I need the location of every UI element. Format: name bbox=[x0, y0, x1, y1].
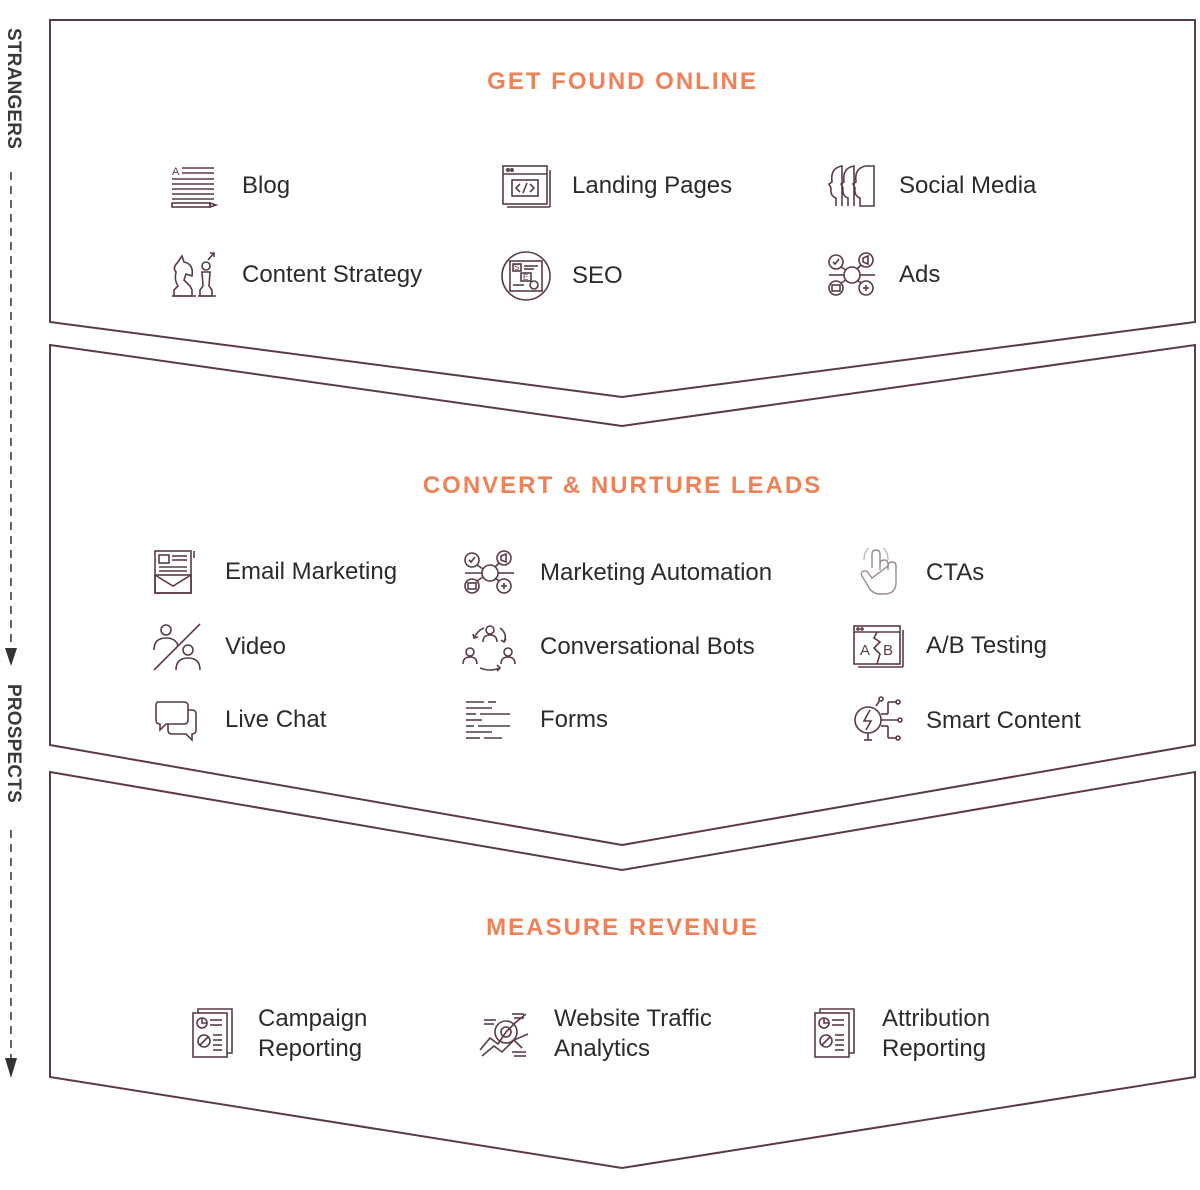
item-label: Attribution Reporting bbox=[882, 1005, 991, 1062]
item-video: Video bbox=[152, 622, 286, 672]
side-arrow-head-1 bbox=[5, 648, 17, 666]
ab-testing-icon: A B bbox=[853, 625, 904, 668]
svg-text:B: B bbox=[883, 642, 893, 659]
forms-icon bbox=[466, 701, 510, 739]
item-ads: Ads bbox=[826, 250, 940, 300]
item-label: Landing Pages bbox=[572, 172, 733, 199]
landing-pages-icon bbox=[502, 165, 551, 208]
item-label: Email Marketing bbox=[225, 558, 398, 585]
stage-2-shape bbox=[49, 343, 1196, 847]
item-label: Campaign Reporting bbox=[258, 1005, 368, 1062]
analytics-icon bbox=[479, 1013, 529, 1057]
item-label: Live Chat bbox=[225, 706, 327, 733]
bots-icon bbox=[462, 625, 516, 672]
stage-1-shape bbox=[49, 19, 1196, 399]
seo-icon: S E bbox=[501, 251, 551, 301]
cta-icon bbox=[860, 548, 897, 595]
item-label: SEO bbox=[572, 262, 623, 289]
item-label: CTAs bbox=[926, 559, 985, 586]
item-email-marketing: Email Marketing bbox=[152, 548, 397, 596]
svg-text:S: S bbox=[514, 263, 519, 272]
social-media-icon bbox=[827, 165, 875, 207]
item-label: Website Traffic Analytics bbox=[554, 1005, 712, 1062]
report-icon bbox=[192, 1008, 233, 1058]
svg-text:A: A bbox=[172, 166, 180, 178]
item-website-traffic-analytics: Website Traffic Analytics bbox=[476, 1004, 754, 1064]
smart-content-icon bbox=[854, 696, 903, 741]
item-campaign-reporting: Campaign Reporting bbox=[190, 1004, 458, 1064]
item-social-media: Social Media bbox=[826, 162, 1036, 210]
item-label: Video bbox=[225, 633, 286, 660]
item-label: Content Strategy bbox=[242, 261, 423, 288]
item-ctas: CTAs bbox=[852, 548, 984, 598]
svg-text:E: E bbox=[523, 273, 528, 282]
content-strategy-icon bbox=[172, 252, 216, 297]
item-marketing-automation: Marketing Automation bbox=[462, 548, 772, 598]
stage-title-measure: MEASURE REVENUE bbox=[486, 914, 759, 941]
item-seo: S E SEO bbox=[500, 250, 623, 302]
item-label: Marketing Automation bbox=[540, 559, 773, 586]
blog-icon: A bbox=[171, 166, 219, 209]
item-label: A/B Testing bbox=[926, 632, 1047, 659]
ads-icon bbox=[828, 252, 875, 296]
stage-title-get-found: GET FOUND ONLINE bbox=[487, 68, 758, 95]
item-attribution-reporting: Attribution Reporting bbox=[812, 1004, 1082, 1064]
item-ab-testing: A B A/B Testing bbox=[852, 622, 1047, 670]
item-label: Ads bbox=[899, 261, 941, 288]
email-marketing-icon bbox=[154, 550, 195, 594]
item-conversational-bots: Conversational Bots bbox=[462, 622, 755, 672]
item-smart-content: Smart Content bbox=[852, 696, 1081, 746]
video-icon bbox=[153, 623, 201, 671]
side-arrow-head-2 bbox=[5, 1058, 17, 1078]
item-live-chat: Live Chat bbox=[152, 696, 326, 744]
item-label: Forms bbox=[540, 706, 608, 733]
item-forms: Forms bbox=[462, 696, 608, 744]
item-label: Conversational Bots bbox=[540, 633, 755, 660]
svg-text:A: A bbox=[860, 642, 870, 659]
item-landing-pages: Landing Pages bbox=[500, 162, 732, 210]
item-label: Social Media bbox=[899, 172, 1037, 199]
item-content-strategy: Content Strategy bbox=[168, 250, 422, 300]
stage-title-convert: CONVERT & NURTURE LEADS bbox=[422, 472, 823, 499]
item-label: Blog bbox=[242, 172, 291, 199]
report-icon bbox=[814, 1008, 855, 1058]
marketing-automation-icon bbox=[464, 550, 514, 594]
prospects-label: PROSPECTS bbox=[3, 684, 24, 803]
strangers-label: STRANGERS bbox=[3, 28, 24, 150]
item-blog: A Blog bbox=[168, 162, 290, 210]
live-chat-icon bbox=[155, 701, 197, 742]
item-label: Smart Content bbox=[926, 707, 1081, 734]
stage-3-shape bbox=[49, 770, 1196, 1170]
